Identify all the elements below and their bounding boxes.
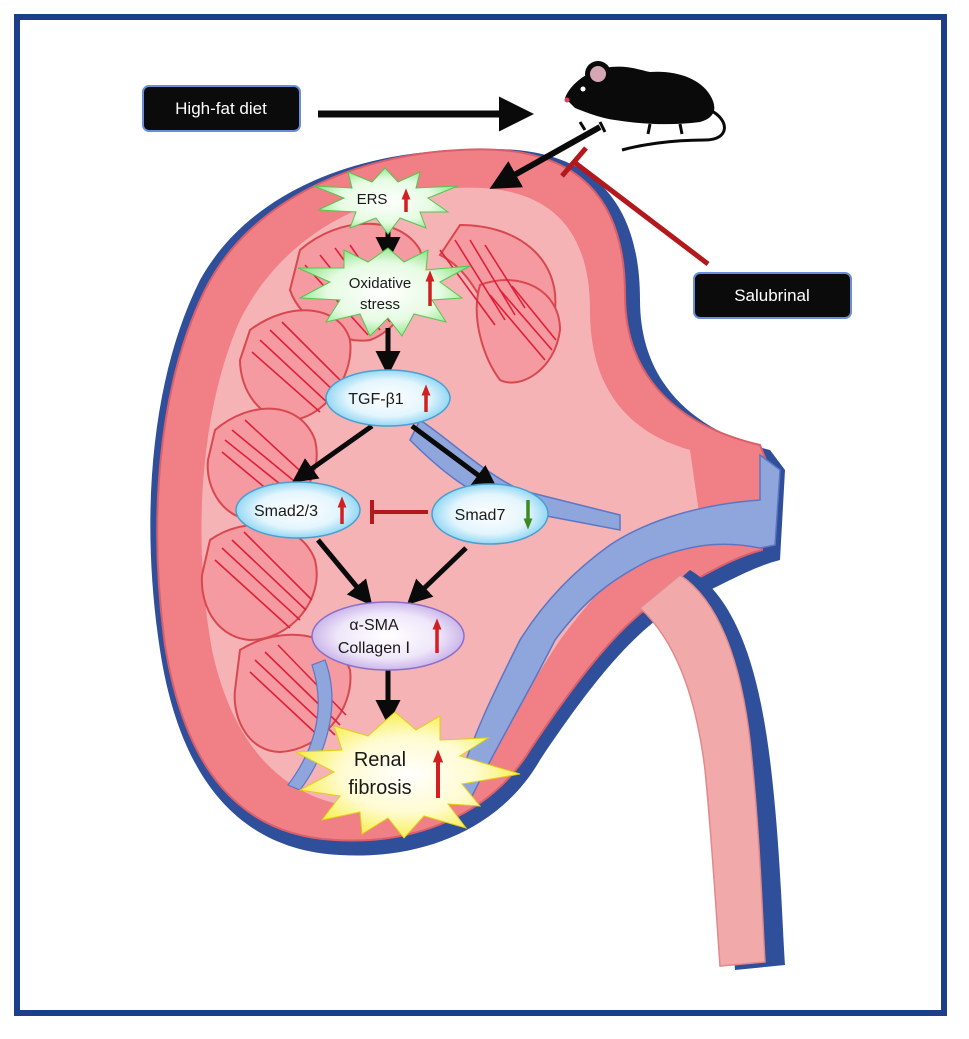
tgf-label: TGF-β1 <box>348 391 404 408</box>
asma-label-line2: Collagen Ⅰ <box>338 640 410 657</box>
smad7-label: Smad7 <box>455 507 506 524</box>
high-fat-diet-box: High-fat diet <box>142 85 301 132</box>
smad7-inhibits-smad23 <box>370 500 428 524</box>
fibrosis-label-line2: fibrosis <box>348 777 411 799</box>
oxidative-stress-node: Oxidative stress <box>297 247 471 337</box>
tgf-to-smad23-arrow <box>291 423 374 483</box>
kidney-illustration <box>150 148 786 970</box>
pathway-arrows <box>291 223 499 725</box>
salubrinal-label: Salubrinal <box>734 286 810 305</box>
ers-label: ERS <box>357 191 388 208</box>
salubrinal-inhibit-bar <box>560 146 588 178</box>
input-arrows <box>318 96 710 266</box>
high-fat-diet-label: High-fat diet <box>175 99 267 118</box>
tgf-to-smad7-arrow <box>410 423 499 490</box>
ers-node: ERS <box>313 167 459 235</box>
asma-label-line1: α-SMA <box>349 617 399 634</box>
ureter <box>638 570 785 970</box>
mouse-icon <box>564 61 726 152</box>
asma-collagen-node: α-SMA Collagen Ⅰ <box>311 601 465 671</box>
mouse-to-kidney-arrow <box>489 124 602 189</box>
oxidative-label-line1: Oxidative <box>349 275 412 292</box>
smad23-node: Smad2/3 <box>235 481 361 539</box>
smad7-node: Smad7 <box>431 483 549 545</box>
oxidative-label-line2: stress <box>360 296 400 313</box>
tgf-beta1-node: TGF-β1 <box>325 369 451 427</box>
smad23-label: Smad2/3 <box>254 503 318 520</box>
fibrosis-label-line1: Renal <box>354 749 406 771</box>
salubrinal-inhibit-line <box>572 160 710 266</box>
salubrinal-box: Salubrinal <box>693 272 852 319</box>
smad23-to-asma-arrow <box>316 538 373 606</box>
smad7-to-asma-arrow <box>406 546 468 605</box>
renal-fibrosis-node: Renal fibrosis <box>294 711 521 839</box>
